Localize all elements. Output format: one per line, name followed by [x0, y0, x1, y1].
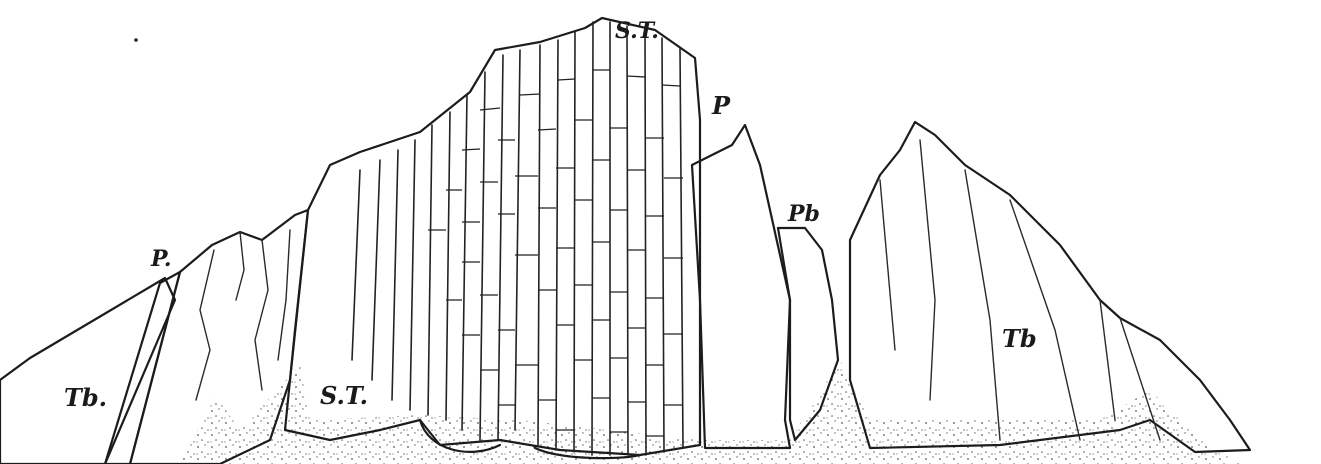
label-pb: Pb	[787, 201, 820, 227]
label-tb-right: Tb	[1002, 324, 1037, 353]
label-p-left: P.	[150, 246, 172, 272]
label-p-right: P	[711, 91, 731, 120]
label-st-low: S.T.	[320, 381, 368, 410]
p-right-band	[692, 125, 790, 448]
st-bedding-joints	[352, 22, 683, 455]
ink-speck	[134, 38, 138, 42]
tb-left-body	[0, 278, 175, 464]
tb-right-body	[850, 122, 1250, 452]
label-tb-left: Tb.	[64, 383, 107, 412]
label-st-top: S.T.	[615, 18, 659, 44]
